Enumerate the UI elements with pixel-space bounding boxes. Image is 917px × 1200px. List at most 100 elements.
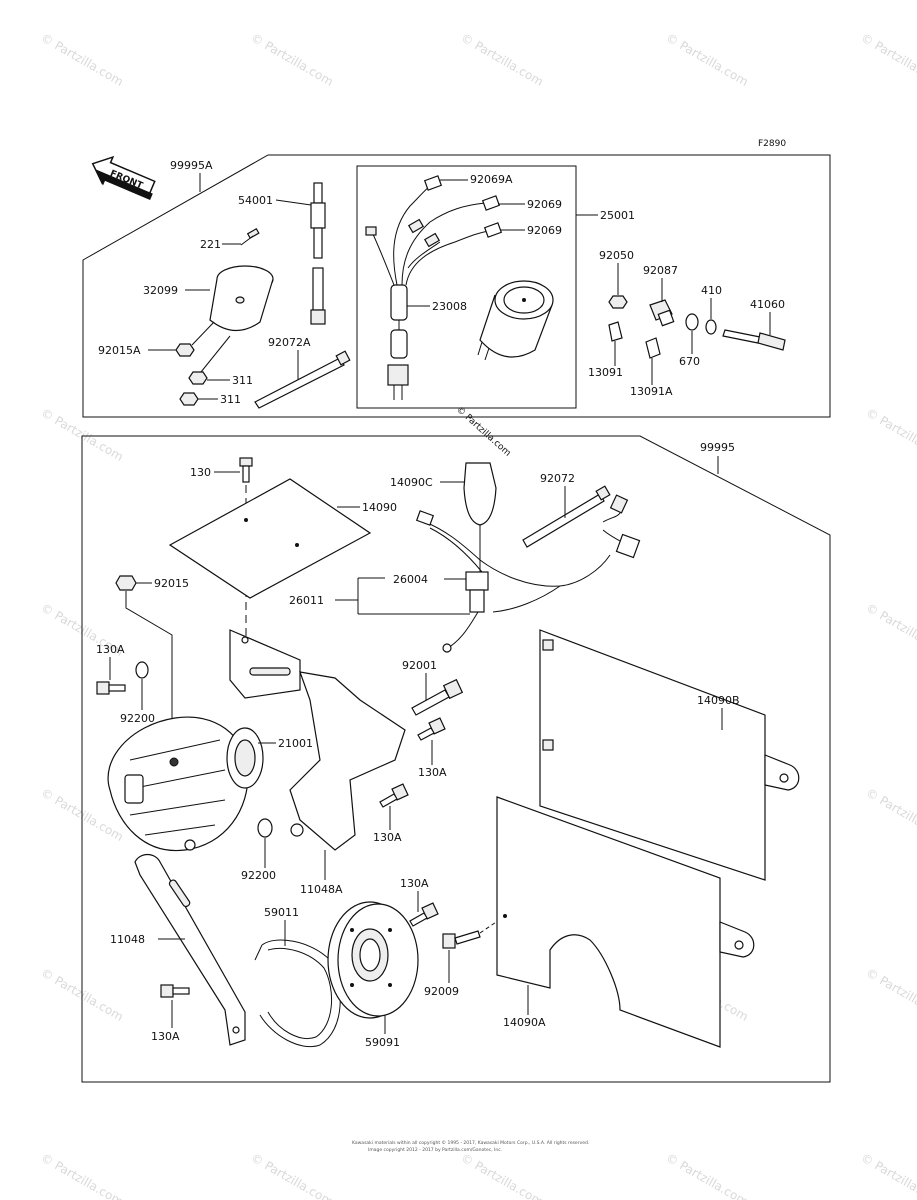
nut-311-b xyxy=(179,392,199,406)
washer-92200-2 xyxy=(257,818,273,838)
part-label-92200-2: 92200 xyxy=(241,869,276,882)
part-label-26011: 26011 xyxy=(289,594,324,607)
part-label-130A-2: 130A xyxy=(418,766,447,779)
bolt-92001 xyxy=(411,678,464,716)
bolt-130A-4 xyxy=(409,902,439,927)
part-label-14090B: 14090B xyxy=(697,694,740,707)
watermark: © Partzilla.com xyxy=(249,1150,336,1200)
watermark: © Partzilla.com xyxy=(249,30,336,88)
bolt-130A-3 xyxy=(379,783,409,808)
part-label-311-b: 311 xyxy=(220,393,241,406)
harness-kit-frame xyxy=(356,165,577,409)
watermark: © Partzilla.com xyxy=(459,1150,546,1200)
part-label-14090C: 14090C xyxy=(390,476,433,489)
side-cover-14090B xyxy=(539,629,800,881)
watermark: © Partzilla.com xyxy=(859,30,917,88)
hour-meter-gauge xyxy=(477,280,554,361)
part-label-23008: 23008 xyxy=(432,300,467,313)
nut-311-a xyxy=(188,371,208,385)
part-label-130A-5: 130A xyxy=(151,1030,180,1043)
part-label-21001: 21001 xyxy=(278,737,313,750)
part-label-14090A: 14090A xyxy=(503,1016,546,1029)
washer-92200-1 xyxy=(135,661,149,679)
part-label-130A-4: 130A xyxy=(400,877,429,890)
wire-harness-26011 xyxy=(415,494,641,653)
watermark: © Partzilla.com xyxy=(864,600,917,658)
part-label-92069-a: 92069 xyxy=(527,198,562,211)
bolt-130 xyxy=(239,457,253,483)
watermark: © Partzilla.com xyxy=(664,30,751,88)
nut-92050 xyxy=(608,295,628,309)
part-label-26004: 26004 xyxy=(393,573,428,586)
watermark: © Partzilla.com xyxy=(39,1150,126,1200)
bracket-13091A xyxy=(645,337,661,359)
footer-image-copyright: Image copyright 2012 - 2017 by Partzilla… xyxy=(368,1147,502,1153)
v-belt-59011 xyxy=(254,939,341,1047)
part-label-13091A: 13091A xyxy=(630,385,673,398)
part-label-92069-b: 92069 xyxy=(527,224,562,237)
watermark: © Partzilla.com xyxy=(859,1150,917,1200)
side-cover-14090A xyxy=(496,796,755,1048)
meter-housing xyxy=(209,265,274,332)
watermark: © Partzilla.com xyxy=(864,785,917,843)
part-label-13091: 13091 xyxy=(588,366,623,379)
bolt-130A-5 xyxy=(160,984,190,998)
meter-harness xyxy=(365,175,503,400)
part-label-54001: 54001 xyxy=(238,194,273,207)
part-label-32099: 32099 xyxy=(143,284,178,297)
bolt-130A-1 xyxy=(96,681,126,695)
pulley-59091 xyxy=(327,901,419,1019)
kit-label-99995: 99995 xyxy=(700,441,735,454)
washer-410 xyxy=(705,319,717,335)
boot-14090C xyxy=(463,462,497,526)
part-label-221: 221 xyxy=(200,238,221,251)
part-label-11048A: 11048A xyxy=(300,883,343,896)
bolt-92009 xyxy=(442,915,506,949)
part-label-130A-1: 130A xyxy=(96,643,125,656)
watermark: © Partzilla.com xyxy=(864,405,917,463)
tie-strap-92072 xyxy=(522,493,605,548)
o-ring-670 xyxy=(685,313,699,331)
bracket-13091 xyxy=(608,321,623,342)
fitting-92087 xyxy=(649,299,675,327)
screw-221 xyxy=(240,227,260,246)
part-label-92072: 92072 xyxy=(540,472,575,485)
footer-copyright: Kawasaki materials within all copyright … xyxy=(352,1139,589,1146)
center-watermark: © Partzilla.com xyxy=(454,405,512,459)
part-label-670: 670 xyxy=(679,355,700,368)
adjusting-arm-11048 xyxy=(134,853,246,1046)
cover-plate-14090 xyxy=(168,478,372,599)
kit-label-99995A: 99995A xyxy=(170,159,213,172)
part-label-11048: 11048 xyxy=(110,933,145,946)
meter-cable xyxy=(310,182,326,325)
part-label-311-a: 311 xyxy=(232,374,253,387)
watermark: © Partzilla.com xyxy=(864,965,917,1023)
part-label-41060: 41060 xyxy=(750,298,785,311)
part-label-92015A: 92015A xyxy=(98,344,141,357)
part-label-92087: 92087 xyxy=(643,264,678,277)
top-kit-frame xyxy=(82,154,831,418)
part-label-92069A: 92069A xyxy=(470,173,513,186)
part-label-92200-1: 92200 xyxy=(120,712,155,725)
part-label-92050: 92050 xyxy=(599,249,634,262)
bolt-130A-2 xyxy=(417,717,446,741)
part-label-14090: 14090 xyxy=(362,501,397,514)
nut-92015A xyxy=(175,343,195,357)
part-label-59011: 59011 xyxy=(264,906,299,919)
part-label-59091: 59091 xyxy=(365,1036,400,1049)
watermark-layer: © Partzilla.com © Partzilla.com © Partzi… xyxy=(39,30,917,1200)
part-label-410: 410 xyxy=(701,284,722,297)
part-label-130: 130 xyxy=(190,466,211,479)
watermark: © Partzilla.com xyxy=(664,1150,751,1200)
watermark: © Partzilla.com xyxy=(459,30,546,88)
drive-shaft-41060 xyxy=(722,329,786,351)
alternator-21001 xyxy=(107,716,264,852)
kit-label-25001: 25001 xyxy=(600,209,635,222)
part-label-92001: 92001 xyxy=(402,659,437,672)
front-arrow-icon: FRONT xyxy=(91,155,156,201)
watermark: © Partzilla.com xyxy=(39,30,126,88)
nut-92015 xyxy=(115,575,137,591)
part-label-92015: 92015 xyxy=(154,577,189,590)
part-label-130A-3: 130A xyxy=(373,831,402,844)
